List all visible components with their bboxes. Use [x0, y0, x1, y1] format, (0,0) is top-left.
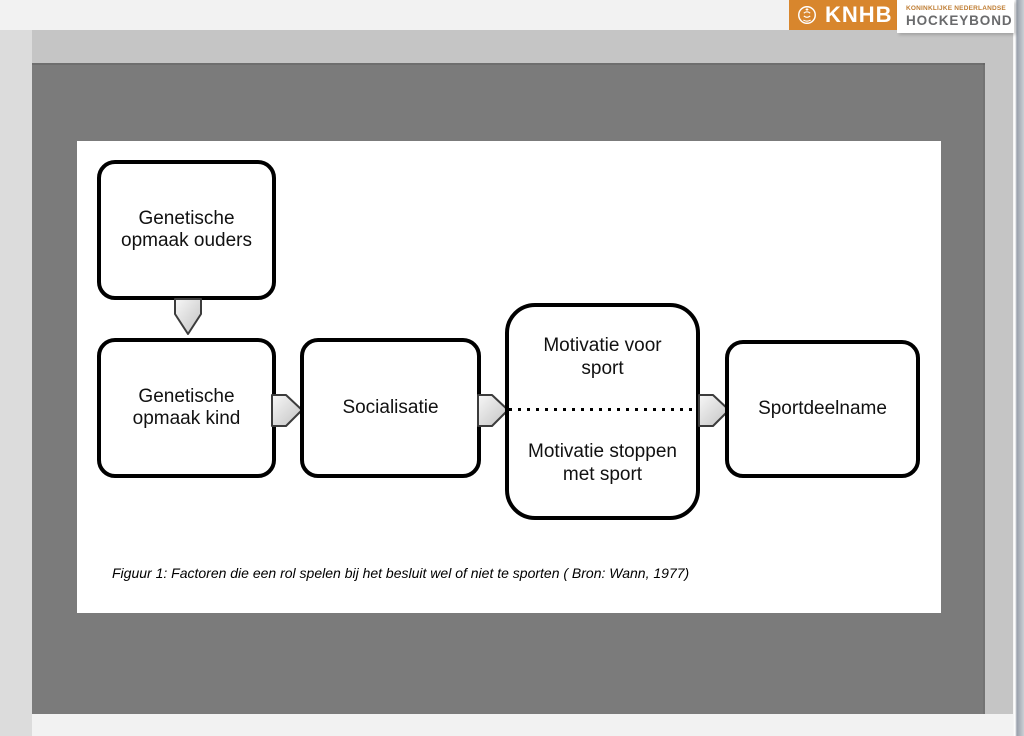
flow-box-label: Genetische opmaak kind: [132, 385, 241, 429]
flow-arrow-right-icon: [271, 394, 303, 427]
flow-box-motivatie: Motivatie voor sport Motivatie stoppen m…: [505, 303, 700, 520]
flow-arrow-right-icon: [698, 394, 730, 427]
left-margin-strip: [0, 30, 32, 736]
window-right-edge: [1013, 0, 1024, 736]
figure-caption: Figuur 1: Factoren die een rol spelen bi…: [112, 565, 690, 581]
flow-box-label: Motivatie stoppen met sport: [528, 441, 677, 485]
dotted-divider: [509, 408, 696, 411]
flow-box-label: Motivatie voor sport: [543, 335, 662, 379]
flow-box-label: Genetische opmaak ouders: [121, 207, 252, 251]
knhb-abbreviation: KNHB: [825, 2, 893, 27]
knhb-crest-icon: [798, 6, 816, 24]
flow-arrow-right-icon: [477, 394, 509, 427]
figure-area: Genetische opmaak ouders Genetische opma…: [77, 141, 941, 613]
knhb-logo: KNHB: [789, 0, 897, 30]
org-name-line2: HOCKEYBOND: [906, 13, 1013, 28]
flow-box-label: Sportdeelname: [758, 397, 887, 419]
viewer-canvas: Genetische opmaak ouders Genetische opma…: [32, 30, 1013, 714]
knhb-wordmark: KONINKLIJKE NEDERLANDSE HOCKEYBOND: [897, 0, 1014, 33]
flow-box-socialisatie: Socialisatie: [300, 338, 481, 478]
org-name-line1: KONINKLIJKE NEDERLANDSE: [906, 5, 1006, 12]
flow-box-label: Socialisatie: [342, 396, 439, 418]
flow-box-genetische-opmaak-kind: Genetische opmaak kind: [97, 338, 276, 478]
slide-background: Genetische opmaak ouders Genetische opma…: [32, 63, 985, 714]
motivatie-stoppen-section: Motivatie stoppen met sport: [509, 411, 696, 516]
flow-arrow-down-icon: [174, 298, 202, 335]
motivatie-voor-sport-section: Motivatie voor sport: [509, 307, 696, 408]
flow-box-sportdeelname: Sportdeelname: [725, 340, 920, 478]
flow-box-genetische-opmaak-ouders: Genetische opmaak ouders: [97, 160, 276, 300]
